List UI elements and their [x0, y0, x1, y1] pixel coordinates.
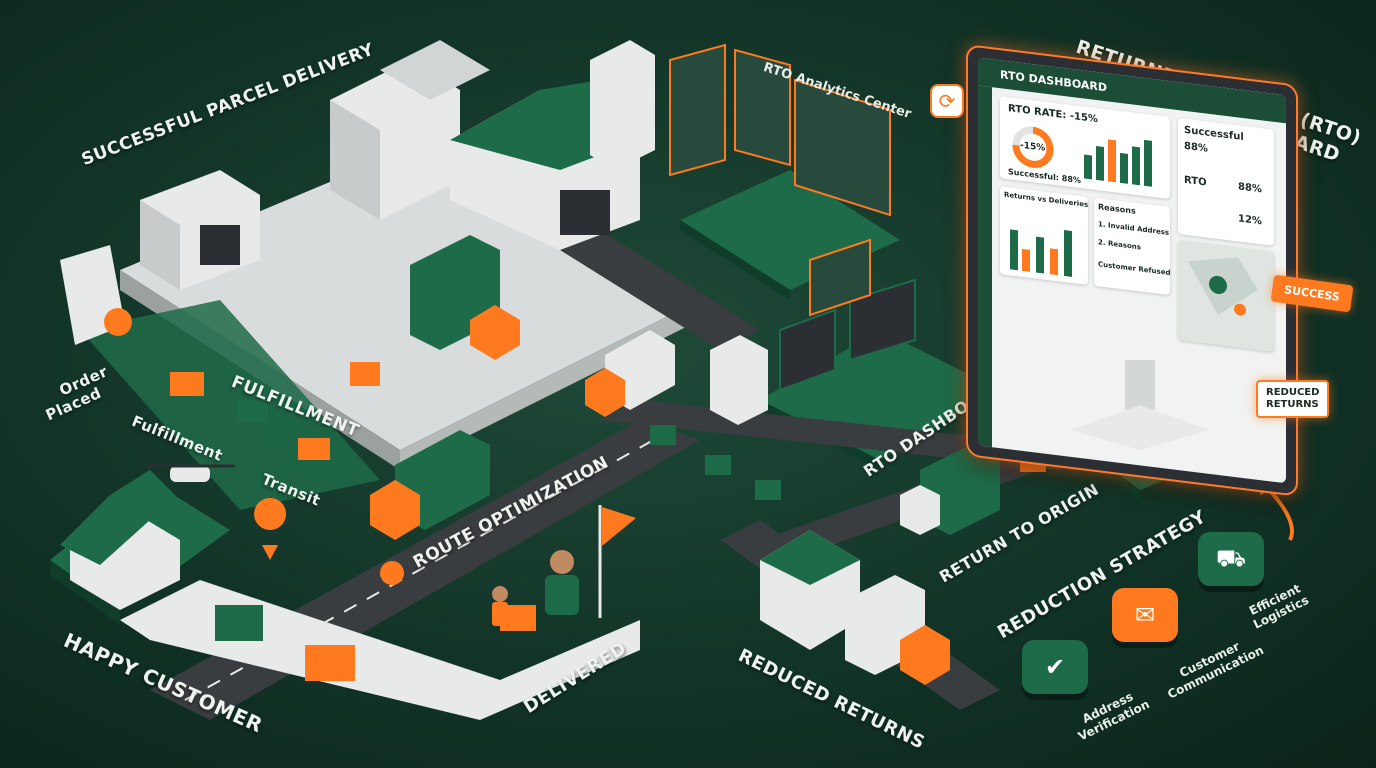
truck-icon: ⛟ — [1215, 543, 1247, 572]
analytics-screens — [669, 43, 891, 217]
fulfillment-truck — [410, 235, 520, 360]
customer-person — [492, 586, 508, 626]
warehouse-left — [140, 170, 260, 290]
rto-dashboard-monitor: RTO DASHBOARD RTO RATE: -15% -15% Succes… — [966, 44, 1298, 497]
map-card — [1178, 240, 1274, 352]
successful-title: Successful — [1184, 124, 1244, 144]
successful-card: Successful 88% RTO 88% 12% — [1178, 118, 1274, 246]
reduced-returns-badge-line2: RETURNS — [1266, 399, 1319, 410]
green-parcels — [215, 400, 781, 641]
reduced-returns-badge-line1: REDUCED — [1266, 387, 1320, 398]
returns-vs-deliveries-title: Returns vs Deliveries — [1004, 190, 1089, 209]
return-warehouse — [760, 530, 860, 650]
drone-icon — [145, 464, 235, 482]
dashboard-sidebar — [978, 85, 992, 448]
transit-truck — [585, 330, 675, 417]
address-verification-tile: ✔ — [1022, 640, 1088, 694]
clipboard-icon — [60, 245, 132, 345]
reason-item: 2. Reasons — [1098, 238, 1141, 252]
rto-rate-card: RTO RATE: -15% -15% Successful: 88% — [1000, 96, 1170, 200]
rto-office-screens — [779, 238, 916, 392]
delivery-truck — [370, 430, 490, 540]
rto-bar-chart — [1084, 139, 1152, 187]
rto-value-1: 88% — [1238, 181, 1262, 196]
location-pin-icon — [254, 498, 287, 560]
rto-donut-chart — [1012, 126, 1054, 168]
reduced-returns-badge: REDUCED RETURNS — [1256, 380, 1330, 418]
reasons-title: Reasons — [1098, 202, 1136, 216]
warehouse-center — [330, 40, 490, 220]
delivery-person — [545, 550, 579, 615]
reason-item: Customer Refused — [1098, 260, 1171, 278]
returns-chart — [1010, 229, 1072, 278]
refresh-icon: ⟳ — [930, 84, 964, 118]
customer-communication-tile: ✉ — [1112, 588, 1178, 642]
house — [60, 470, 190, 610]
chat-icon: ✉ — [1134, 601, 1156, 629]
rto-value-2: 12% — [1238, 213, 1262, 228]
monitor-stand — [1070, 360, 1210, 450]
reason-item: 1. Invalid Address — [1098, 220, 1170, 237]
returns-vs-deliveries-card: Returns vs Deliveries — [1000, 186, 1088, 285]
map-pin-icon — [1188, 257, 1258, 316]
city-building — [710, 335, 768, 425]
location-pin-icon — [380, 561, 405, 585]
white-truck — [845, 575, 950, 685]
efficient-logistics-tile: ⛟ — [1198, 532, 1264, 586]
check-icon: ✔ — [1044, 653, 1066, 681]
dashboard-screen: RTO DASHBOARD RTO RATE: -15% -15% Succes… — [978, 57, 1286, 484]
successful-value: 88% — [1184, 140, 1208, 155]
rto-label: RTO — [1184, 174, 1207, 189]
reasons-card: Reasons 1. Invalid Address 2. Reasons Cu… — [1094, 197, 1171, 296]
office-building — [590, 40, 655, 170]
return-truck — [900, 445, 1000, 535]
flag-icon — [598, 505, 636, 618]
